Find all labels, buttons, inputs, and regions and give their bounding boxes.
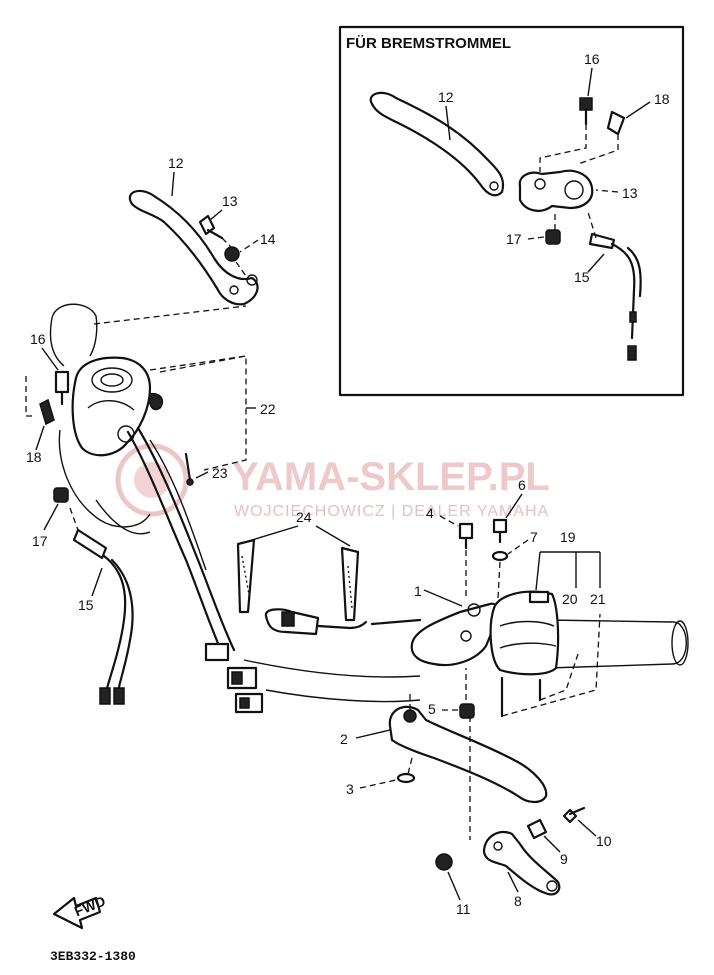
master-cylinder [71,356,152,457]
watermark-sub: WOJCIECHOWICZ | DEALER YAMAHA [234,503,549,520]
callout-1: 1 [414,583,422,599]
callout-22: 22 [260,401,276,417]
inset-lever [369,91,505,197]
inset-drum-brake: FÜR BREMSTROMMEL 12 16 18 13 17 [338,25,685,397]
callout-2: 2 [340,731,348,747]
callout-13: 13 [222,193,238,209]
inset-callout-13: 13 [622,185,638,201]
callout-11: 11 [456,901,471,917]
cable-ties: 24 [236,509,422,636]
callout-8: 8 [514,893,522,909]
callout-23: 23 [212,465,228,481]
inset-bracket [518,169,594,212]
callout-14: 14 [260,231,276,247]
inset-callout-18: 18 [654,91,670,107]
callout-20: 20 [562,591,578,607]
watermark-main: YAMA-SKLEP.PL [232,455,550,499]
lower-lever-assembly: 2 3 10 9 8 11 [340,690,612,917]
upper-lever [128,189,259,306]
brake-bracket [410,602,500,667]
inset-frame [338,25,685,397]
callout-18: 18 [26,449,42,465]
callout-15: 15 [78,597,94,613]
left-handlebar-assembly: 16 18 22 23 17 [25,303,276,714]
callout-4: 4 [426,505,434,521]
callout-21: 21 [590,591,606,607]
inset-title: FÜR BREMSTROMMEL [346,35,511,52]
inset-callout-12: 12 [438,89,454,105]
inset-callout-17: 17 [506,231,522,247]
callout-5: 5 [428,701,436,717]
fwd-arrow-icon [52,896,102,930]
callout-24: 24 [296,509,312,525]
watermark: YAMA-SKLEP.PL WOJCIECHOWICZ | DEALER YAM… [115,443,550,520]
inset-callout-16: 16 [584,51,600,67]
callout-19: 19 [560,529,576,545]
callout-12: 12 [168,155,184,171]
right-handlebar-assembly: 1 4 6 7 5 19 20 21 [243,477,689,719]
callout-7: 7 [530,529,538,545]
callout-6: 6 [518,477,526,493]
callout-3: 3 [346,781,354,797]
brake-switch-left: 15 [69,507,134,705]
drawing-code: 3EB332-1380 [50,949,136,964]
callout-10: 10 [596,833,612,849]
callout-9: 9 [560,851,568,867]
lower-lever [388,705,548,804]
switch-housing [489,590,560,676]
inset-callout-15: 15 [574,269,590,285]
callout-16: 16 [30,331,46,347]
callout-17: 17 [32,533,48,549]
upper-lever-assembly: 12 13 14 [128,155,276,306]
fwd-indicator: FWD [52,893,108,930]
